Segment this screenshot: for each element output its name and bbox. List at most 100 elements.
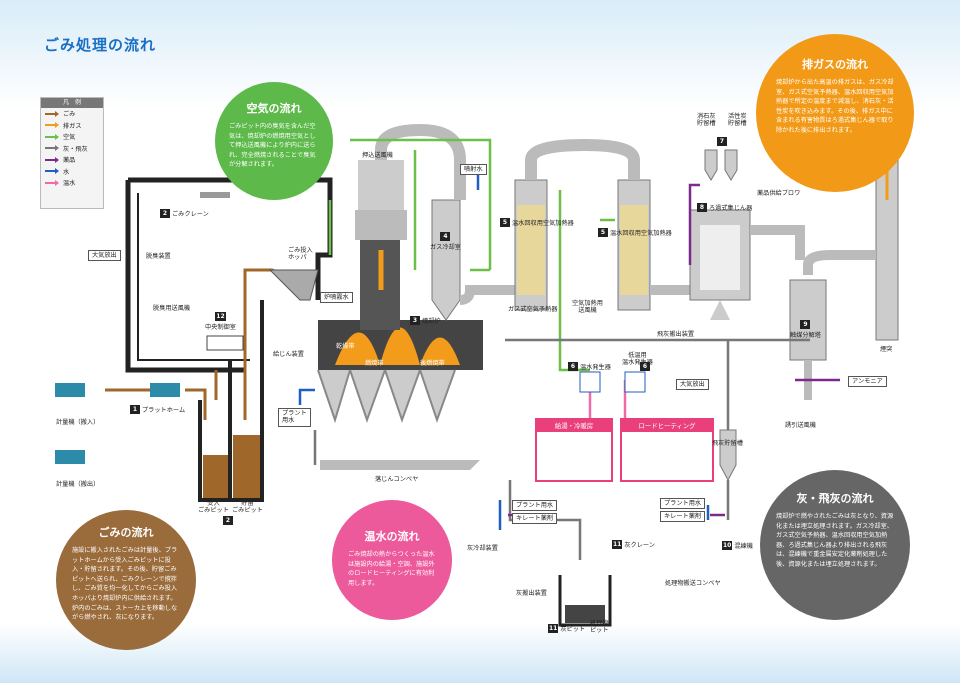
- label-deodor-fan: 脱臭用送風機: [153, 305, 191, 312]
- label-air-release: 大気放出: [88, 250, 121, 262]
- label-ash-extruder: 給じん装置: [273, 351, 304, 358]
- air-flow-text: ごみピット内の臭気を含んだ空気は、焼却炉の燃焼用空気として押込送風機により炉内に…: [229, 123, 316, 169]
- legend-title: 凡 例: [41, 98, 103, 108]
- legend-item: 薬品: [41, 154, 103, 166]
- label-ash-outfeed: 灰搬出装置: [516, 590, 547, 597]
- label-receiving-pit: 受入 ごみピット: [198, 500, 229, 515]
- page-title: ごみ処理の流れ: [44, 36, 157, 54]
- label-post-burn: 後燃焼帯: [420, 360, 445, 367]
- ash-flow-circle: 灰・飛灰の流れ 焼却炉で燃やされたごみは灰となり、資源化または埋立処理されます。…: [760, 470, 910, 620]
- label-spray-water: 噴射水: [460, 164, 487, 176]
- label-slaked-lime: 消石灰 貯留槽: [697, 113, 716, 128]
- label-plant-water: プラント 用水: [278, 408, 311, 427]
- legend: 凡 例 ごみ 排ガス 空気 灰・飛灰 薬品 水 温水: [40, 97, 104, 209]
- ash-flow-title: 灰・飛灰の流れ: [796, 492, 874, 505]
- gas-cooling-chamber: [431, 199, 461, 321]
- label-chelate: キレート薬剤: [512, 513, 558, 525]
- ash-flow-text: 焼却炉で燃やされたごみは灰となり、資源化または埋立処理されます。ガス冷却室、ガス…: [776, 513, 894, 569]
- label-air-heater-fan: 空気加熱用 送風機: [572, 300, 603, 315]
- crane-rail: [200, 192, 230, 198]
- supply-heating-panel: 給湯・冷暖房: [535, 418, 613, 482]
- legend-item: 灰・飛灰: [41, 143, 103, 155]
- label-storage-pit: 貯留 ごみピット: [232, 500, 263, 515]
- air-lines: [328, 138, 615, 372]
- garbage-flow-circle: ごみの流れ 施設に搬入されたごみは計量後、プラットホームから受入ごみピットに投入…: [56, 510, 196, 650]
- ash-lines: [313, 338, 810, 560]
- label-dry-zone: 乾燥帯: [336, 343, 355, 350]
- truck-in: [55, 383, 85, 397]
- exhaust-flow-title: 排ガスの流れ: [802, 58, 868, 71]
- legend-item: 空気: [41, 131, 103, 143]
- label-hopper: ごみ投入 ホッパ: [288, 247, 313, 262]
- control-room-monitors: [206, 335, 244, 351]
- label-chimney: 煙突: [880, 346, 893, 353]
- ash-pits: [558, 575, 612, 627]
- chemical-silos: [704, 149, 738, 181]
- label-forced-fan: 押込送風機: [362, 152, 393, 159]
- label-plant-water2: プラント用水: [512, 500, 558, 512]
- label-pit-number: 2: [223, 516, 233, 525]
- hot-water-generator: [579, 371, 601, 393]
- garbage-flow: [105, 268, 301, 420]
- label-burn-zone: 燃焼帯: [365, 360, 384, 367]
- furnace-fire: [335, 327, 460, 365]
- low-hot-water-generator: [624, 371, 646, 393]
- road-heating-title: ロードヒーティング: [622, 420, 712, 432]
- air-flow-title: 空気の流れ: [246, 102, 302, 115]
- label-fly-ash-conveyor: 飛灰搬出装置: [657, 331, 695, 338]
- label-low-hot-water-gen: 低温用 温水発生器: [622, 352, 653, 367]
- garbage-flow-text: 施設に搬入されたごみは計量後、プラットホームから受入ごみピットに投入・貯留されま…: [72, 547, 178, 622]
- label-fly-ash-silo: 飛灰貯留槽: [712, 440, 743, 447]
- water-lines: [298, 165, 710, 530]
- label-ash-cooler: 灰冷却装置: [467, 545, 498, 552]
- hotwater-flow-text: ごみ焼却の熱からつくった温水は施設内の給湯・空調、施設外のロードヒーティングに有…: [348, 551, 435, 587]
- chemical-lines: [508, 183, 840, 517]
- legend-item: ごみ: [41, 108, 103, 120]
- label-treated-pit: 処理物 ピット: [590, 620, 609, 635]
- label-weigh-out: 計量機（搬出）: [56, 481, 100, 488]
- garbage-pile-right: [233, 435, 260, 498]
- exhaust-flow-circle: 排ガスの流れ 焼却炉から出た高温の排ガスは、ガス冷却室、ガス式空気予熱器、温水回…: [756, 34, 914, 192]
- label-weigh-in: 計量機（搬入）: [56, 419, 100, 426]
- fly-ash-silo: [719, 429, 737, 482]
- pit-walls: [198, 300, 264, 502]
- label-activated-carbon: 活性炭 貯留槽: [728, 113, 747, 128]
- label-treated-conveyor: 処理物搬送コンベヤ: [665, 580, 721, 587]
- furnace-hoppers: [317, 369, 456, 424]
- label-spray-water2: 炉噴霧水: [320, 292, 353, 304]
- garbage-pile-left: [203, 455, 228, 498]
- garbage-flow-title: ごみの流れ: [98, 526, 154, 539]
- label-air-release2: 大気放出: [676, 379, 709, 391]
- hopper: [268, 269, 319, 301]
- hotwater-flow-title: 温水の流れ: [364, 530, 420, 543]
- label-induced-fan: 誘引送風機: [785, 422, 816, 429]
- label-plant-water3: プラント用水: [660, 498, 706, 510]
- road-heating-panel: ロードヒーティング: [620, 418, 714, 482]
- air-flow-circle: 空気の流れ ごみピット内の臭気を含んだ空気は、焼却炉の燃焼用空気として押込送風機…: [215, 82, 333, 200]
- label-deodorizer: 脱臭装置: [146, 253, 171, 260]
- exhaust-flow-text: 焼却炉から出た高温の排ガスは、ガス冷却室、ガス式空気予熱器、温水回収用空気加熱器…: [776, 79, 894, 135]
- label-chem-blower: 薬品供給ブロワ: [757, 190, 801, 197]
- label-number-7: 7: [717, 137, 727, 146]
- legend-item: 温水: [41, 177, 103, 189]
- label-gas-air-preheater: ガス式空気予熱器: [508, 306, 558, 313]
- legend-item: 排ガス: [41, 120, 103, 132]
- legend-item: 水: [41, 166, 103, 178]
- label-ammonia: アンモニア: [848, 376, 887, 388]
- supply-heating-title: 給湯・冷暖房: [537, 420, 611, 432]
- label-chelate2: キレート薬剤: [660, 511, 706, 523]
